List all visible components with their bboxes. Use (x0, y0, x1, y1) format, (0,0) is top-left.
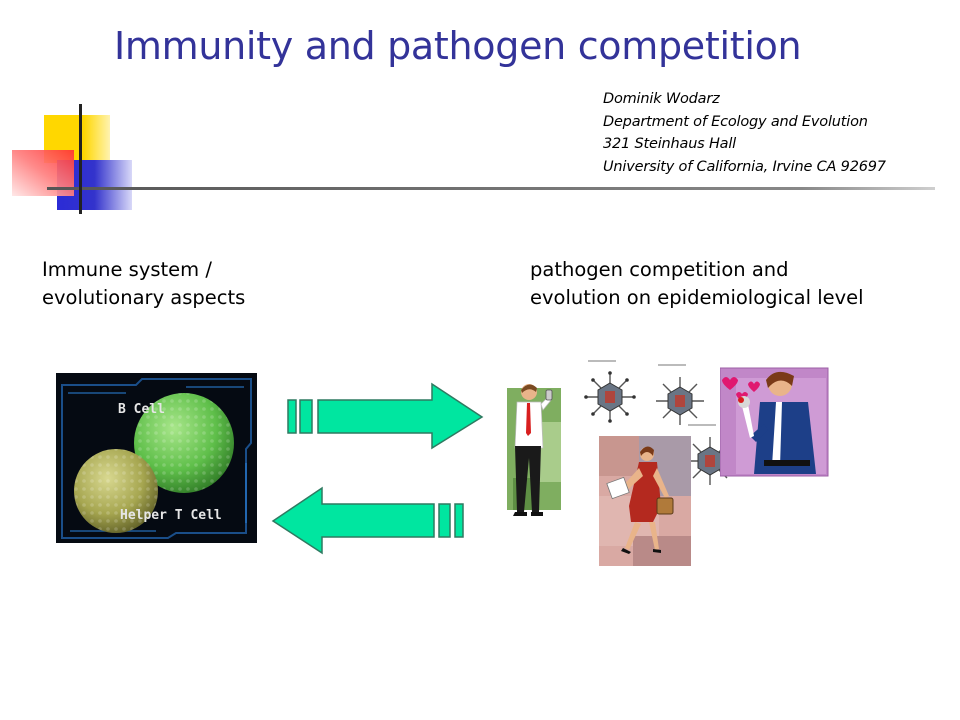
woman-briefcase-clipart (599, 436, 691, 566)
caption-left-line2: evolutionary aspects (42, 286, 246, 309)
author-office: 321 Steinhaus Hall (603, 136, 736, 152)
helper-t-cell-label: Helper T Cell (120, 508, 222, 523)
author-department: Department of Ecology and Evolution (603, 113, 868, 130)
vertical-rule (79, 104, 82, 214)
author-university: University of California, Irvine CA 9269… (603, 158, 886, 175)
cell-micrograph-image: B Cell Helper T Cell (56, 373, 257, 543)
author-block: Dominik Wodarz Department of Ecology and… (603, 88, 886, 178)
slide-title: Immunity and pathogen competition (114, 24, 802, 68)
caption-right-line2: evolution on epidemiological level (530, 286, 864, 309)
caption-left-line1: Immune system / (42, 258, 212, 281)
virus-structure-diagram (582, 355, 738, 503)
horizontal-rule (47, 187, 935, 190)
corner-logo-decoration (12, 104, 935, 214)
caption-immune-system: Immune system / evolutionary aspects (42, 256, 245, 312)
caption-right-line1: pathogen competition and (530, 258, 789, 281)
author-name: Dominik Wodarz (603, 91, 720, 107)
b-cell-label: B Cell (118, 402, 165, 417)
arrow-left (271, 486, 464, 555)
businessman-phone-clipart (507, 384, 561, 516)
man-flower-hearts-clipart (720, 367, 829, 477)
arrow-right (287, 382, 484, 450)
caption-pathogen-competition: pathogen competition and evolution on ep… (530, 256, 864, 312)
